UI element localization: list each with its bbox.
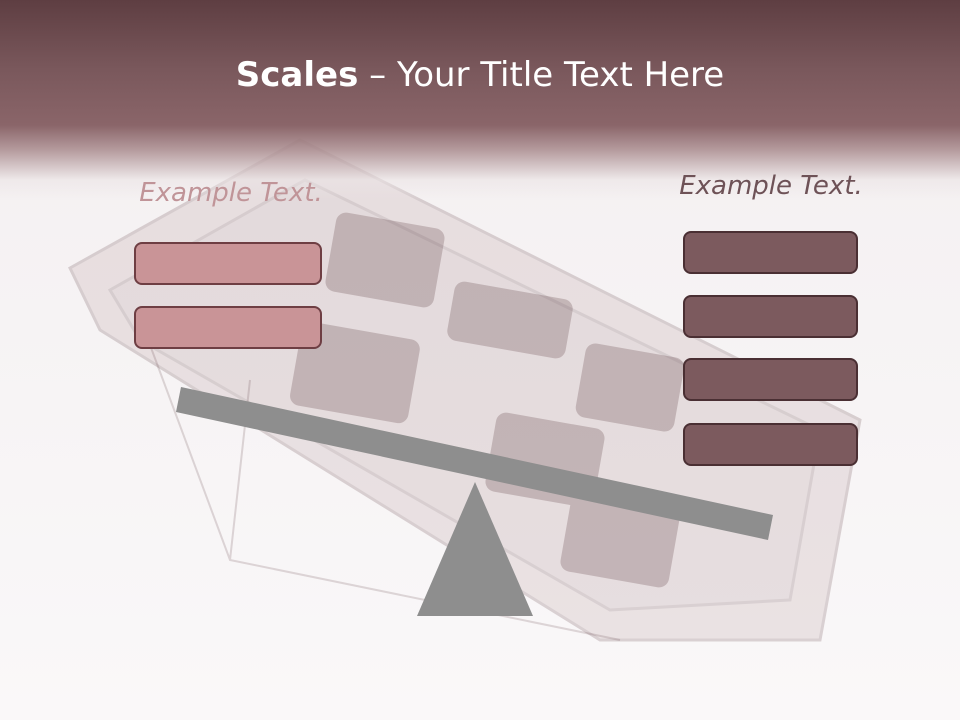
right-pan-label: Example Text. — [679, 171, 863, 201]
title-band — [0, 0, 960, 200]
slide-title: Scales – Your Title Text Here — [0, 52, 960, 98]
right-text-box-3[interactable] — [683, 358, 858, 401]
scale-fulcrum — [417, 482, 533, 616]
right-text-box-2[interactable] — [683, 295, 858, 338]
right-text-box-4[interactable] — [683, 423, 858, 466]
scale-beam — [176, 387, 773, 540]
left-text-box-2[interactable] — [134, 306, 322, 349]
title-rest-text: – Your Title Text Here — [358, 55, 725, 95]
left-text-box-1[interactable] — [134, 242, 322, 285]
left-pan-label: Example Text. — [139, 178, 323, 208]
right-text-box-1[interactable] — [683, 231, 858, 274]
title-bold-text: Scales — [235, 55, 359, 95]
